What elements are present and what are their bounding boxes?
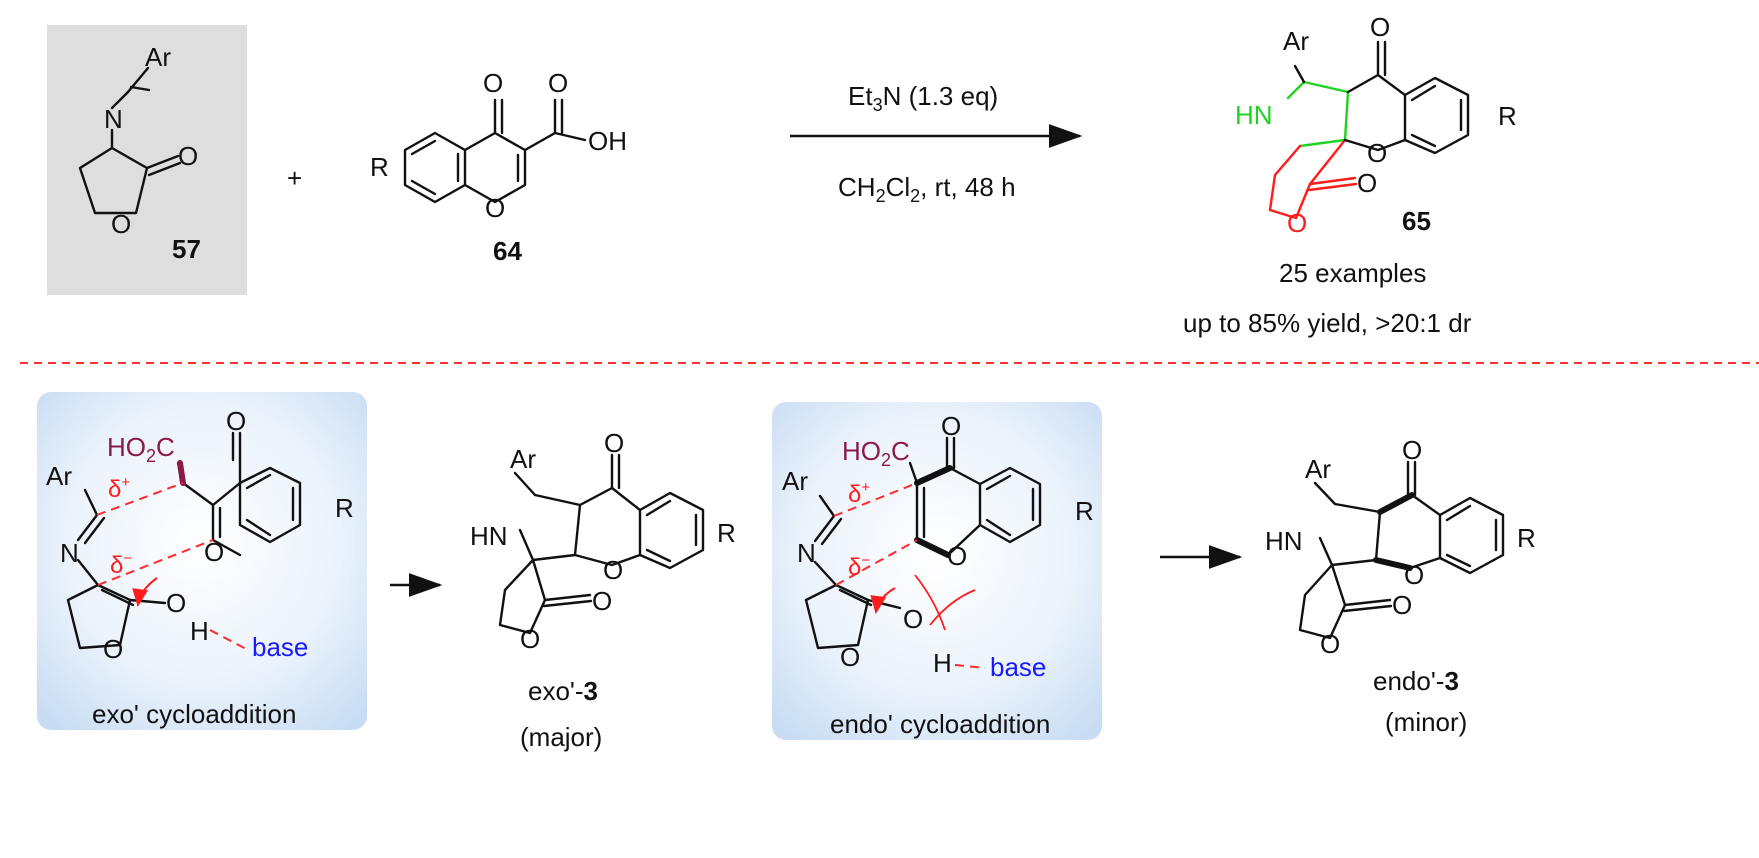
nh-label: HN: [1235, 100, 1273, 130]
compound-64: O O OH R O 64: [370, 68, 627, 266]
product-note: (major): [520, 722, 602, 752]
base-label: base: [990, 652, 1046, 682]
ketone-o-label: O: [604, 428, 624, 458]
exo-transition-state: Ar N HO2C O O R O H base O δ+ δ− exo' cy…: [37, 392, 367, 730]
ts-caption: endo' cycloaddition: [830, 709, 1050, 739]
yield-text: up to 85% yield, >20:1 dr: [1183, 308, 1472, 338]
r-substituent-label: R: [335, 493, 354, 523]
lactone-o-label: O: [1287, 208, 1307, 238]
lactone-o-label: O: [840, 642, 860, 672]
enol-o-label: O: [903, 604, 923, 634]
compound-number: 64: [493, 236, 522, 266]
hydroxyl-label: OH: [588, 126, 627, 156]
ring-o-label: O: [947, 541, 967, 571]
endo-transition-state: Ar N HO2C O O R O H base O δ+ δ− endo' c…: [772, 402, 1102, 740]
ketone-o-label: O: [483, 68, 503, 98]
ts-caption: exo' cycloaddition: [92, 699, 296, 729]
aryl-label: Ar: [46, 461, 72, 491]
ring-o-label: O: [485, 193, 505, 223]
endo-product: Ar HN O O O O R endo'-3 (minor): [1265, 435, 1536, 737]
product-name: endo'-3: [1373, 666, 1459, 696]
aryl-label: Ar: [782, 466, 808, 496]
r-substituent-label: R: [717, 518, 736, 548]
ring-o-label: O: [204, 537, 224, 567]
examples-text: 25 examples: [1279, 258, 1426, 288]
r-substituent-label: R: [1498, 101, 1517, 131]
delta-minus: δ−: [848, 552, 870, 581]
ketone-o-label: O: [941, 411, 961, 441]
ketone-o-label: O: [226, 406, 246, 436]
delta-plus: δ+: [848, 479, 870, 508]
carboxylic-acid-label: HO2C: [107, 432, 175, 466]
reaction-conditions: Et3N (1.3 eq) CH2Cl2, rt, 48 h: [790, 81, 1083, 206]
carbonyl-o-label: O: [1392, 590, 1412, 620]
enol-h-label: H: [933, 648, 952, 678]
ts-box: [37, 392, 367, 730]
ts-box: [772, 402, 1102, 740]
carboxylic-acid-label: HO2C: [842, 436, 910, 470]
product-note: (minor): [1385, 707, 1467, 737]
nh-label: HN: [1265, 526, 1303, 556]
base-label: base: [252, 632, 308, 662]
enol-h-label: H: [190, 616, 209, 646]
imine-n-label: N: [797, 538, 816, 568]
imine-n-label: N: [104, 104, 123, 134]
acid-o-label: O: [548, 68, 568, 98]
compound-57: Ar N O O 57: [47, 25, 247, 295]
compound-number: 65: [1402, 206, 1431, 236]
carbonyl-o-label: O: [178, 141, 198, 171]
lactone-o-label: O: [103, 634, 123, 664]
aryl-label: Ar: [1305, 454, 1331, 484]
imine-n-label: N: [60, 538, 79, 568]
lactone-o-label: O: [1320, 629, 1340, 659]
product-name: exo'-3: [528, 676, 598, 706]
ring-o-label: O: [111, 209, 131, 239]
ring-o-label: O: [1367, 138, 1387, 168]
exo-product: Ar HN O O O O R exo'-3 (major): [470, 428, 736, 752]
compound-65: Ar HN O O O O R 65 25 examples up to 85%…: [1183, 12, 1517, 338]
carbonyl-o-label: O: [1357, 168, 1377, 198]
compound-number: 57: [172, 234, 201, 264]
aryl-label: Ar: [1283, 26, 1309, 56]
r-substituent-label: R: [1075, 496, 1094, 526]
ketone-o-label: O: [1370, 12, 1390, 42]
ring-o-label: O: [603, 555, 623, 585]
reagent-label: Et3N (1.3 eq): [848, 81, 998, 115]
aryl-label: Ar: [145, 42, 171, 72]
ketone-o-label: O: [1402, 435, 1422, 465]
r-substituent-label: R: [1517, 523, 1536, 553]
r-substituent-label: R: [370, 152, 389, 182]
delta-plus: δ+: [108, 474, 130, 503]
aryl-label: Ar: [510, 444, 536, 474]
ring-o-label: O: [1404, 560, 1424, 590]
solvent-label: CH2Cl2, rt, 48 h: [838, 172, 1016, 206]
nh-label: HN: [470, 521, 508, 551]
plus-sign: +: [287, 163, 302, 193]
enol-o-label: O: [166, 588, 186, 618]
delta-minus: δ−: [110, 550, 132, 579]
lactone-o-label: O: [520, 624, 540, 654]
carbonyl-o-label: O: [592, 586, 612, 616]
